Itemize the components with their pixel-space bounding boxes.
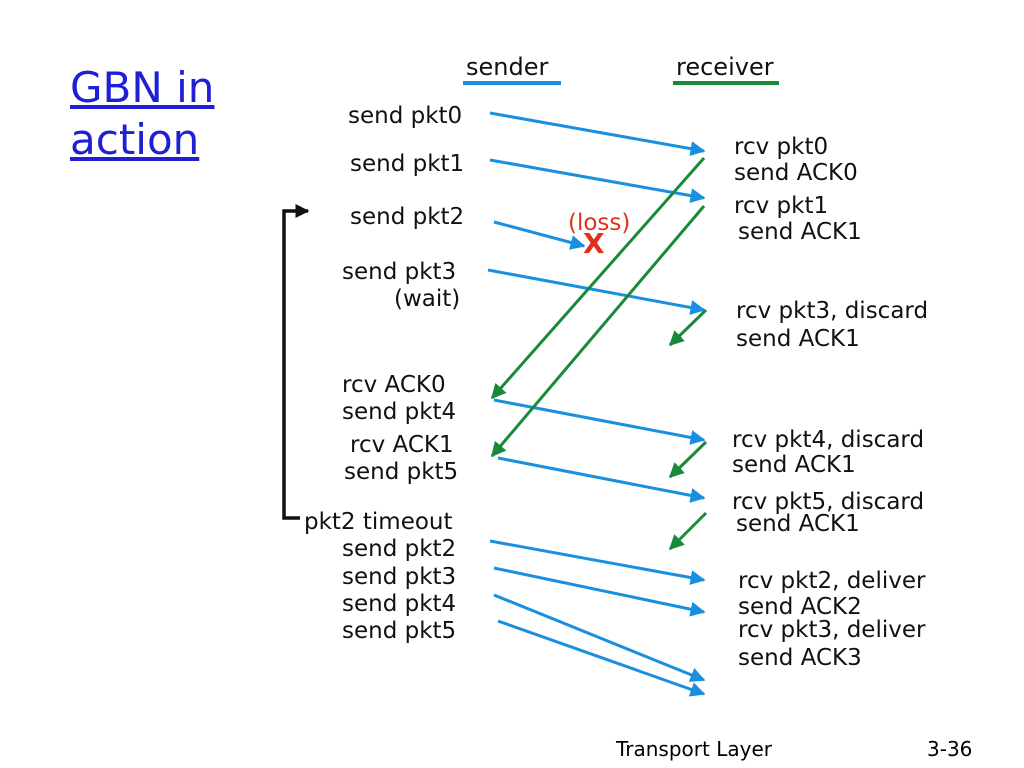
arrow-ack0 bbox=[490, 157, 706, 400]
arrow-resend-pkt2 bbox=[489, 539, 706, 585]
receiver-label-send-ack0: send ACK0 bbox=[734, 160, 858, 186]
loss-x-icon: X bbox=[583, 227, 605, 260]
receiver-label-send-ack1-a: send ACK1 bbox=[738, 219, 862, 245]
receiver-label-rcv-pkt0: rcv pkt0 bbox=[734, 134, 828, 160]
sender-label-resend-pkt2: send pkt2 bbox=[342, 536, 456, 562]
arrow-pkt0 bbox=[489, 111, 706, 157]
timeout-bracket bbox=[282, 204, 310, 520]
sender-label-send-pkt1: send pkt1 bbox=[350, 151, 464, 177]
receiver-label-rcv-pkt3-deliver: rcv pkt3, deliver bbox=[738, 617, 926, 643]
arrow-pkt3 bbox=[487, 268, 706, 315]
sender-label-send-pkt5: send pkt5 bbox=[344, 459, 458, 485]
arrow-ack1-b bbox=[668, 308, 708, 347]
receiver-label-rcv-pkt3-discard: rcv pkt3, discard bbox=[736, 298, 928, 324]
receiver-label-rcv-pkt4-discard: rcv pkt4, discard bbox=[732, 427, 924, 453]
sender-label-resend-pkt4: send pkt4 bbox=[342, 591, 456, 617]
sender-label-rcv-ack1: rcv ACK1 bbox=[350, 432, 454, 458]
arrow-ack1-d bbox=[668, 511, 708, 551]
arrow-resend-pkt5 bbox=[497, 619, 706, 697]
sender-label-send-pkt3: send pkt3 bbox=[342, 259, 456, 285]
arrow-pkt1 bbox=[489, 158, 706, 204]
sender-label-send-pkt4: send pkt4 bbox=[342, 399, 456, 425]
receiver-label-send-ack3: send ACK3 bbox=[738, 645, 862, 671]
slide-title: GBN in action bbox=[70, 62, 270, 166]
receiver-label-rcv-pkt5-discard: rcv pkt5, discard bbox=[732, 489, 924, 515]
sender-label-resend-pkt3: send pkt3 bbox=[342, 564, 456, 590]
receiver-label-send-ack1-c: send ACK1 bbox=[732, 452, 856, 478]
arrow-pkt5 bbox=[497, 456, 706, 503]
loss-label: (loss) bbox=[568, 210, 630, 236]
footer-chapter: Transport Layer bbox=[616, 737, 772, 761]
receiver-label-rcv-pkt2-deliver: rcv pkt2, deliver bbox=[738, 568, 926, 594]
sender-label-rcv-ack0: rcv ACK0 bbox=[342, 372, 446, 398]
sender-label-wait: (wait) bbox=[394, 286, 460, 312]
receiver-label-send-ack2: send ACK2 bbox=[738, 594, 862, 620]
arrow-resend-pkt4 bbox=[493, 593, 706, 682]
footer-page-number: 3-36 bbox=[927, 737, 973, 761]
slide-title-line1: GBN in bbox=[70, 63, 215, 112]
slide-title-line2: action bbox=[70, 115, 200, 164]
sender-header: sender bbox=[466, 53, 548, 81]
arrow-pkt4 bbox=[493, 398, 706, 445]
sender-label-pkt2-timeout: pkt2 timeout bbox=[304, 509, 453, 535]
arrow-resend-pkt3 bbox=[493, 566, 706, 617]
arrow-ack1-c bbox=[668, 440, 708, 479]
sender-label-send-pkt0: send pkt0 bbox=[348, 103, 462, 129]
sender-label-resend-pkt5: send pkt5 bbox=[342, 618, 456, 644]
receiver-label-send-ack1-b: send ACK1 bbox=[736, 326, 860, 352]
receiver-label-rcv-pkt1: rcv pkt1 bbox=[734, 193, 828, 219]
arrow-ack1-a bbox=[490, 205, 706, 458]
receiver-header: receiver bbox=[676, 53, 774, 81]
sender-label-send-pkt2: send pkt2 bbox=[350, 204, 464, 230]
receiver-label-send-ack1-d: send ACK1 bbox=[736, 511, 860, 537]
arrow-pkt2-lost bbox=[493, 220, 586, 250]
